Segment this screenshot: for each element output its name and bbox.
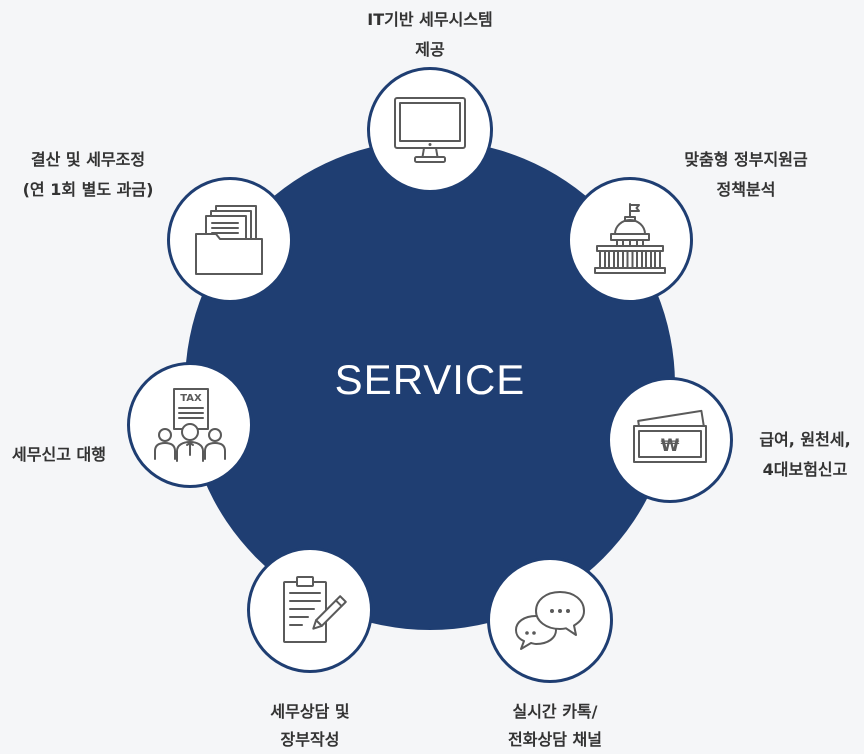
monitor-icon (394, 97, 466, 163)
service-node-payroll: ₩ (607, 377, 733, 503)
service-node-government-subsidy (567, 177, 693, 303)
service-node-tax-filing: TAX (127, 362, 253, 488)
service-label-payroll: 급여, 원천세, 4대보험신고 (748, 425, 862, 485)
service-node-bookkeeping (247, 547, 373, 673)
label-line: 맞춤형 정부지원금 (684, 150, 808, 169)
label-line: 제공 (415, 40, 445, 59)
service-label-bookkeeping: 세무상담 및 장부작성 (230, 698, 390, 754)
label-line: 장부작성 (280, 730, 340, 749)
government-building-icon (594, 203, 666, 274)
label-line: 급여, 원천세, (759, 430, 851, 449)
folder-documents-icon (195, 205, 263, 275)
label-line: IT기반 세무시스템 (367, 10, 493, 29)
service-label-government-subsidy: 맞춤형 정부지원금 정책분석 (661, 145, 831, 205)
service-node-settlement (167, 177, 293, 303)
label-line: 전화상담 채널 (508, 730, 602, 749)
service-label-chat-consulting: 실시간 카톡/ 전화상담 채널 (475, 698, 635, 754)
service-node-chat-consulting (487, 557, 613, 683)
label-line: 결산 및 세무조정 (30, 150, 146, 169)
service-title: SERVICE (334, 356, 526, 403)
tax-document-people-icon: TAX (154, 388, 226, 462)
service-label-settlement: 결산 및 세무조정 (연 1회 별도 과금) (3, 145, 173, 205)
clipboard-pen-icon (283, 576, 347, 643)
chat-bubbles-icon (515, 591, 585, 650)
won-symbol: ₩ (661, 436, 680, 456)
service-label-it-system: IT기반 세무시스템 제공 (330, 5, 530, 65)
label-line: 실시간 카톡/ (512, 702, 598, 721)
banknote-won-icon: ₩ (633, 409, 708, 463)
tax-text: TAX (180, 393, 202, 404)
label-line: 정책분석 (716, 180, 776, 199)
label-line: 세무신고 대행 (12, 445, 106, 464)
service-label-tax-filing: 세무신고 대행 (1, 440, 117, 470)
service-node-it-system (367, 67, 493, 193)
label-line: 세무상담 및 (270, 702, 350, 721)
label-line: (연 1회 별도 과금) (22, 180, 154, 199)
label-line: 4대보험신고 (762, 460, 848, 479)
